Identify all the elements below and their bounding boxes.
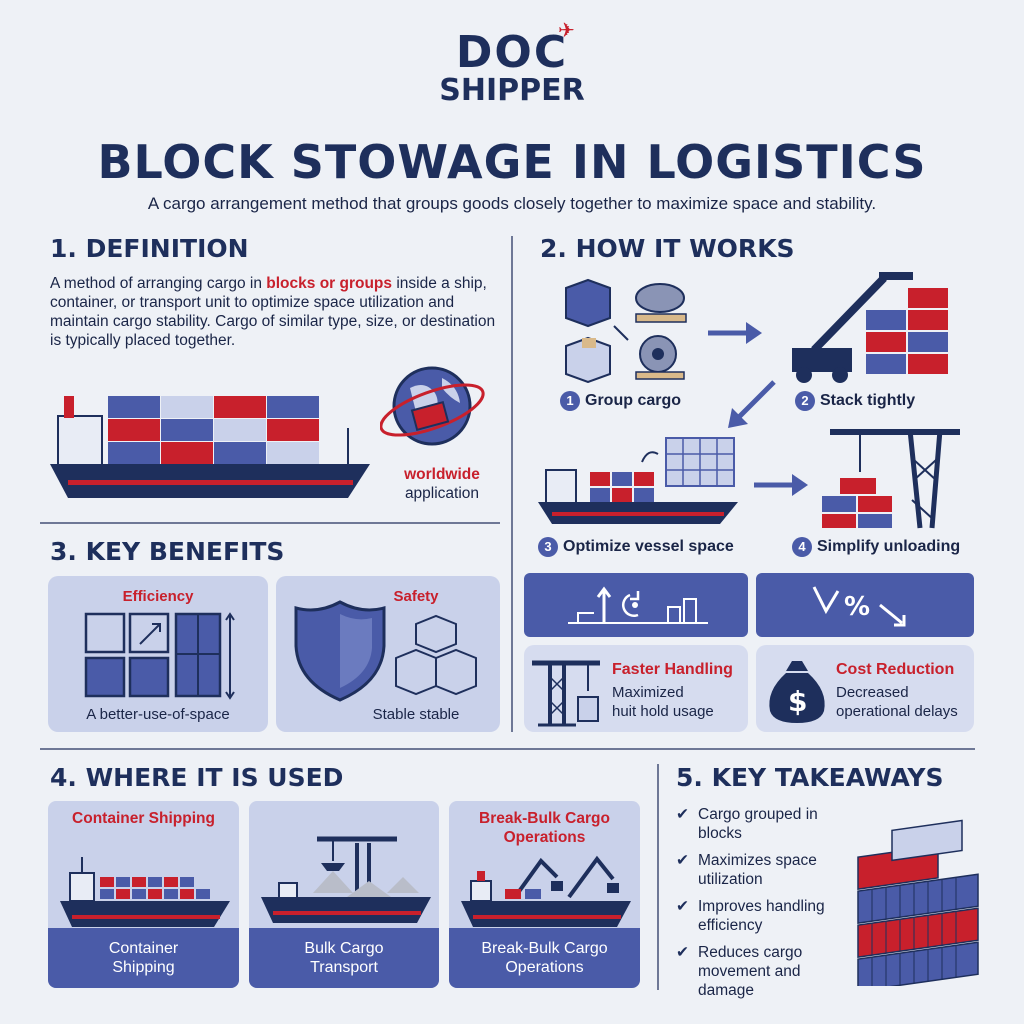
logo: DOC SHIPPER — [0, 30, 1024, 106]
cost-reduction-card: $ Cost Reduction Decreased operational d… — [756, 645, 974, 732]
takeaway-item: ✔Cargo grouped in blocks — [676, 806, 818, 842]
benefit-card-title: Efficiency — [122, 588, 194, 605]
container-ship-illustration — [50, 396, 370, 498]
faster-handling-title: Faster Handling — [612, 661, 733, 678]
break-bulk-ship-icon — [461, 855, 631, 927]
page-subtitle: A cargo arrangement method that groups g… — [147, 194, 877, 213]
how-it-works-heading: 2. HOW IT WORKS — [540, 234, 795, 263]
step-1-number: 1 — [560, 391, 580, 411]
container-stack-illustration — [857, 819, 979, 986]
use-card-title: Container Shipping — [72, 810, 215, 827]
optimize-vessel-illustration — [538, 437, 738, 524]
benefit-card-safety: Safety Stable stable — [276, 576, 500, 732]
stack-tightly-illustration — [792, 272, 948, 383]
takeaways-heading: 5. KEY TAKEAWAYS — [676, 763, 944, 792]
percent-down-icon: % — [812, 586, 906, 627]
step-2-number: 2 — [795, 391, 815, 411]
arrow-right-icon — [708, 322, 762, 344]
definition-highlight: blocks or groups — [266, 275, 393, 292]
bulk-ship-icon — [261, 836, 431, 923]
cost-reduction-desc: Decreased operational delays — [836, 684, 958, 720]
takeaway-item: ✔Maximizes space utilization — [676, 852, 817, 888]
checkmark-icon: ✔ — [676, 944, 689, 961]
benefit-card-title: Safety — [393, 588, 439, 605]
takeaway-item: ✔Reduces cargo movement and damage — [676, 944, 803, 999]
definition-text: A method of arranging cargo in blocks or… — [50, 275, 496, 349]
faster-handling-card: Faster Handling Maximized huit hold usag… — [524, 645, 748, 732]
globe-icon — [380, 366, 485, 446]
faster-handling-banner — [524, 573, 748, 637]
checkmark-icon: ✔ — [676, 806, 689, 823]
crane-icon — [532, 660, 600, 727]
simplify-unloading-illustration — [822, 429, 960, 529]
shield-icon — [294, 600, 477, 702]
airplane-icon: ✈ — [558, 20, 575, 42]
arrow-right-icon — [754, 474, 808, 496]
step-3-number: 3 — [538, 537, 558, 557]
divider-horizontal-left — [40, 522, 500, 524]
logo-bottom-text: SHIPPER — [439, 73, 585, 108]
globe-caption-line2: application — [404, 485, 480, 502]
logo-top-text: DOC — [455, 27, 569, 78]
handling-metrics-icon — [568, 586, 708, 624]
cost-reduction-banner: % — [756, 573, 974, 637]
benefit-card-caption: Stable stable — [372, 706, 460, 723]
container-ship-icon — [60, 857, 230, 927]
page-title: BLOCK STOWAGE IN LOGISTICS — [97, 135, 927, 189]
benefits-heading: 3. KEY BENEFITS — [50, 537, 285, 566]
arrow-down-left-icon — [728, 380, 776, 428]
globe-caption-line1: worldwide — [404, 466, 480, 483]
definition-heading: 1. DEFINITION — [50, 234, 249, 263]
svg-text:%: % — [844, 592, 870, 622]
group-cargo-illustration — [565, 278, 687, 383]
benefit-card-efficiency: Efficiency A better-use-of-space — [48, 576, 268, 732]
space-grid-icon — [84, 612, 235, 700]
checkmark-icon: ✔ — [676, 852, 689, 869]
divider-vertical-top — [511, 236, 513, 732]
money-bag-icon: $ — [769, 661, 825, 723]
takeaways-list: ✔Cargo grouped in blocks ✔Maximizes spac… — [676, 805, 856, 1008]
checkmark-icon: ✔ — [676, 898, 689, 915]
benefit-card-caption: A better-use-of-space — [86, 706, 230, 723]
cost-reduction-title: Cost Reduction — [836, 661, 955, 678]
globe-caption: worldwide application — [392, 465, 492, 503]
takeaway-item: ✔Improves handling efficiency — [676, 898, 825, 934]
divider-vertical-bottom — [657, 764, 659, 990]
divider-horizontal-middle — [40, 748, 975, 750]
where-used-heading: 4. WHERE IT IS USED — [50, 763, 344, 792]
faster-handling-desc: Maximized huit hold usage — [612, 684, 714, 720]
step-4-number: 4 — [792, 537, 812, 557]
svg-text:$: $ — [788, 685, 807, 718]
